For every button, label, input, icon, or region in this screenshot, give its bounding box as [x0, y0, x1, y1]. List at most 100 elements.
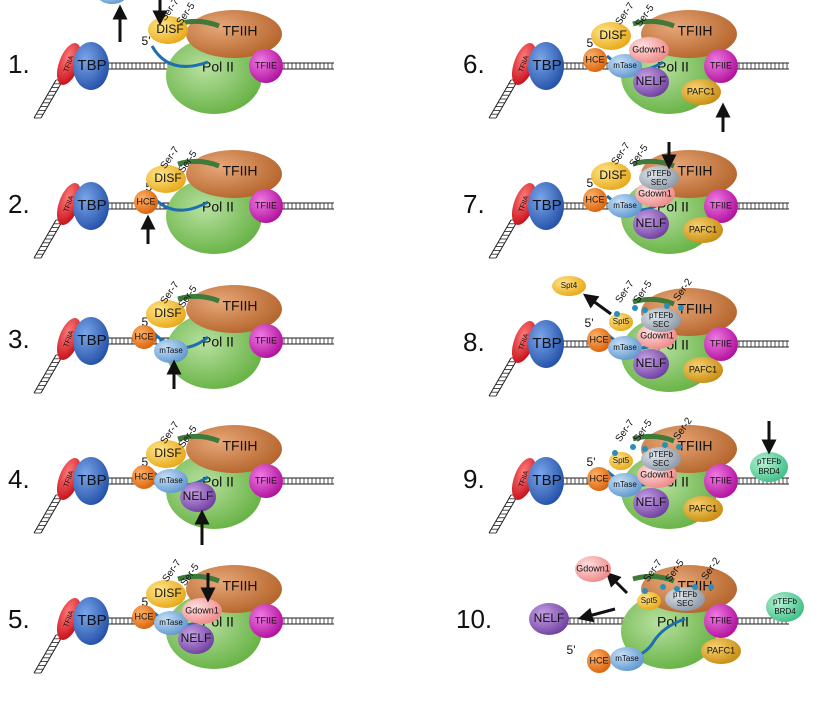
- mtase-label: mTase: [613, 343, 637, 352]
- pol2-label: Pol II: [202, 199, 234, 215]
- tfiie-blob: [704, 49, 738, 83]
- gdown1-label: Gdown1: [640, 330, 674, 340]
- phospho-dot: [642, 307, 648, 313]
- mtase-blob-departing: [99, 0, 125, 4]
- hce-blob: [132, 465, 156, 489]
- five-prime-label: 5': [585, 316, 594, 330]
- tfiie-blob: [704, 327, 738, 361]
- disf-label: DISF: [154, 171, 181, 185]
- ctd-tail: [632, 433, 675, 444]
- tfiih-label: TFIIH: [678, 23, 713, 39]
- hce-label: HCE: [134, 331, 153, 341]
- pafc1-label: PAFC1: [689, 503, 717, 513]
- tfiie-label: TFIIE: [255, 200, 277, 210]
- spt5-label: Spt5: [641, 596, 658, 605]
- disf-blob: [146, 300, 186, 328]
- phospho-dot: [708, 584, 714, 590]
- mtase-label: mTase: [159, 346, 183, 355]
- gdown1-blob: [629, 37, 669, 63]
- tfiie-blob: [249, 49, 283, 83]
- five-prime-label: 5': [142, 455, 151, 469]
- nelf-blob: [180, 482, 216, 512]
- step-number: 2.: [8, 189, 30, 219]
- mtase-blob: [608, 194, 642, 218]
- nelf-departing-label: NELF: [534, 611, 565, 625]
- tfiie-blob: [704, 604, 738, 638]
- tbp-blob: [528, 42, 564, 90]
- rna-strand: [150, 45, 209, 68]
- nelf-label: NELF: [636, 74, 667, 88]
- hce-blob: [583, 188, 607, 212]
- nelf-blob: [633, 488, 669, 518]
- disf-blob: [591, 22, 631, 50]
- phospho-dot: [678, 305, 684, 311]
- tbp-blob: [73, 42, 109, 90]
- step-number: 3.: [8, 324, 30, 354]
- nelf-blob: [633, 67, 669, 97]
- ptefb-label: pTEFb: [647, 169, 672, 178]
- phospho-dot: [662, 442, 668, 448]
- tbp-blob: [73, 457, 109, 505]
- phospho-dot: [692, 584, 698, 590]
- step-number: 9.: [463, 464, 485, 494]
- tfiie-label: TFIIE: [710, 475, 732, 485]
- five-prime-label: 5': [587, 455, 596, 469]
- ctd-tail: [177, 433, 220, 444]
- tfiie-label: TFIIE: [255, 335, 277, 345]
- phospho-dot: [642, 588, 648, 594]
- gdown1-blob-departing: [575, 556, 611, 582]
- dna-tail: [488, 357, 519, 397]
- step-number: 7.: [463, 189, 485, 219]
- pol2-label: Pol II: [202, 334, 234, 350]
- disf-blob: [591, 162, 631, 190]
- hce-blob: [134, 190, 158, 214]
- disf-label: DISF: [599, 168, 626, 182]
- phospho-dot: [676, 444, 682, 450]
- hce-label: HCE: [585, 54, 604, 64]
- sec-label: SEC: [653, 320, 670, 329]
- tbp-blob: [528, 182, 564, 230]
- disf-blob: [146, 440, 186, 468]
- ptefb-brd4-blob: [766, 592, 804, 622]
- mtase-blob: [608, 473, 642, 497]
- pafc1-label: PAFC1: [689, 364, 717, 374]
- dna-tail: [33, 634, 64, 674]
- pol2-label: Pol II: [657, 59, 689, 75]
- mtase-blob: [608, 336, 642, 360]
- disf-blob: [146, 165, 186, 193]
- ctd-tail: [177, 293, 220, 304]
- step-number: 10.: [456, 604, 492, 634]
- hce-label: HCE: [134, 471, 153, 481]
- disf-label: DISF: [599, 28, 626, 42]
- recruit-arrow: [577, 607, 616, 623]
- mtase-label: mTase: [159, 476, 183, 485]
- hce-blob: [587, 467, 611, 491]
- spt4-label: Spt4: [561, 281, 578, 290]
- hce-blob: [587, 649, 611, 673]
- tbp-blob: [528, 320, 564, 368]
- ptefb-label: pTEFb: [649, 311, 674, 320]
- tfiih-label: TFIIH: [678, 301, 713, 317]
- tfiih-label: TFIIH: [223, 23, 258, 39]
- pafc1-blob: [681, 79, 721, 105]
- mtase-label: mTase: [159, 618, 183, 627]
- hce-blob: [583, 48, 607, 72]
- tfiih-label: TFIIH: [223, 298, 258, 314]
- tfiie-label: TFIIE: [255, 475, 277, 485]
- ptefb-sec-blob: [665, 587, 705, 611]
- ptefb-brd4-blob: [750, 452, 788, 482]
- tfiie-label: TFIIE: [710, 200, 732, 210]
- tbp-label: TBP: [77, 332, 106, 349]
- tfiih-label: TFIIH: [223, 163, 258, 179]
- hce-blob: [132, 605, 156, 629]
- gdown1-departing-label: Gdown1: [576, 563, 610, 573]
- nelf-label: NELF: [636, 356, 667, 370]
- ptefb-label: pTEFb: [673, 590, 698, 599]
- tbp-label: TBP: [77, 197, 106, 214]
- mtase-blob: [608, 54, 642, 78]
